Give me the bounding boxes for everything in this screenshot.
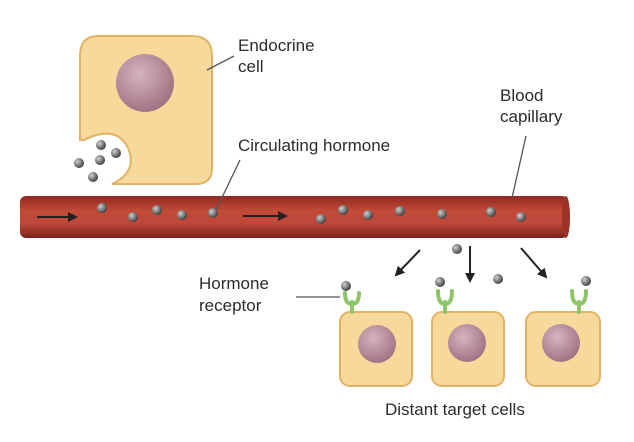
leader-lines <box>206 55 527 298</box>
hormone-molecule <box>493 274 503 284</box>
target-cells-label: Distant target cells <box>385 400 525 419</box>
hormone-receptor-label: Hormone <box>199 274 269 293</box>
hormone-molecule <box>152 205 162 215</box>
target-nucleus <box>448 324 486 362</box>
hormone-molecule <box>516 212 526 222</box>
receptor-icon <box>436 289 454 314</box>
target-cell <box>339 291 413 387</box>
capillary-end <box>562 196 570 238</box>
blood-capillary <box>20 196 570 238</box>
receptor-icon <box>343 291 361 314</box>
receptor-icon <box>570 289 588 314</box>
endocrine-cell <box>79 35 213 185</box>
hormone-molecule <box>581 276 591 286</box>
hormone-molecule <box>97 203 107 213</box>
endocrine-leader <box>206 55 235 71</box>
circulating-leader <box>215 159 241 211</box>
hormone-molecule <box>363 210 373 220</box>
hormone-molecule <box>435 277 445 287</box>
capillary-vessel <box>20 196 568 238</box>
blood-capillary-label: Blood <box>500 86 543 105</box>
blood-leader <box>511 135 527 199</box>
hormone-molecule <box>95 155 105 165</box>
endocrine-cell-label: Endocrine <box>238 36 315 55</box>
endocrine-cell-label-2: cell <box>238 57 264 76</box>
endocrine-nucleus <box>116 54 174 112</box>
diffusion-arrow <box>394 249 421 277</box>
hormone-molecule <box>128 212 138 222</box>
hormone-molecule <box>341 281 351 291</box>
diffusion-arrow <box>520 247 548 279</box>
hormone-molecule <box>208 208 218 218</box>
hormone-molecule <box>338 205 348 215</box>
free-hormones <box>341 244 591 291</box>
hormone-receptor-label-2: receptor <box>199 296 262 315</box>
blood-capillary-label-2: capillary <box>500 107 563 126</box>
labels: Endocrine cell Circulating hormone Blood… <box>199 36 563 419</box>
hormone-molecule <box>452 244 462 254</box>
diffusion-arrows <box>394 246 548 283</box>
hormone-molecule <box>96 140 106 150</box>
hormone-molecule <box>316 214 326 224</box>
hormone-molecule <box>486 207 496 217</box>
hormone-molecule <box>111 148 121 158</box>
hormone-molecule <box>88 172 98 182</box>
target-nucleus <box>358 325 396 363</box>
hormone-molecule <box>437 209 447 219</box>
circulating-hormone-label: Circulating hormone <box>238 136 390 155</box>
secreted-hormones <box>74 140 121 182</box>
hormone-molecule <box>177 210 187 220</box>
hormone-molecule <box>395 206 405 216</box>
hormone-molecule <box>74 158 84 168</box>
target-nucleus <box>542 324 580 362</box>
target-cell <box>525 289 601 387</box>
target-cell <box>431 289 505 387</box>
